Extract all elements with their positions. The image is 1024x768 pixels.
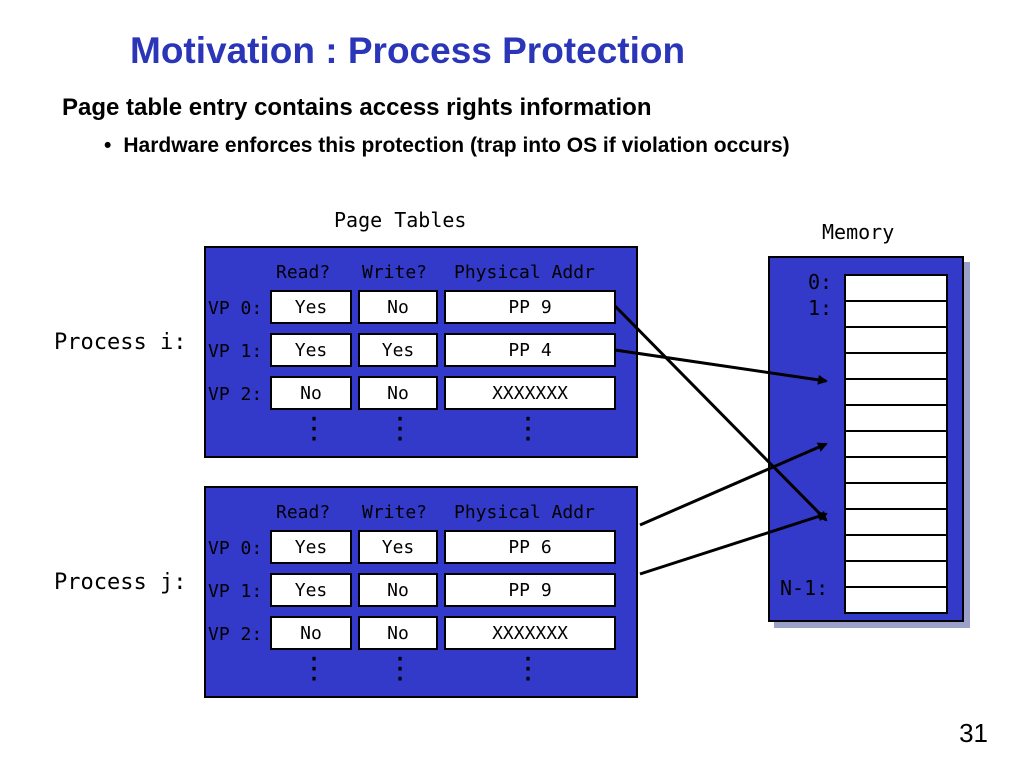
slide-subtitle: Page table entry contains access rights …: [62, 94, 652, 121]
write-cell: No: [358, 573, 438, 607]
memory-slot: [846, 380, 946, 406]
vp-label: VP 0:: [208, 298, 263, 319]
memory-caption: Memory: [822, 220, 895, 244]
header-physical-addr: Physical Addr: [454, 502, 595, 523]
addr-cell: PP 4: [444, 333, 616, 367]
read-cell: No: [270, 376, 352, 410]
addr-cell: XXXXXXX: [444, 376, 616, 410]
header-physical-addr: Physical Addr: [454, 262, 595, 283]
memory-slot: [846, 458, 946, 484]
addr-cell: PP 9: [444, 573, 616, 607]
page-table-process-j: Read? Write? Physical Addr VP 0: Yes Yes…: [204, 486, 638, 698]
read-cell: Yes: [270, 530, 352, 564]
process-i-label: Process i:: [54, 330, 187, 355]
memory-slot: [846, 354, 946, 380]
read-cell: Yes: [270, 573, 352, 607]
arrow-j-vp0: [639, 442, 828, 527]
read-cell: Yes: [270, 333, 352, 367]
write-cell: No: [358, 290, 438, 324]
memory-slot: [846, 276, 946, 302]
read-cell: No: [270, 616, 352, 650]
vp-label: VP 1:: [208, 341, 263, 362]
memory-slot: [846, 484, 946, 510]
memory-slot: [846, 328, 946, 354]
write-cell: No: [358, 376, 438, 410]
page-number: 31: [959, 718, 988, 748]
write-cell: Yes: [358, 333, 438, 367]
read-cell: Yes: [270, 290, 352, 324]
slide-title: Motivation : Process Protection: [130, 30, 686, 71]
vp-label: VP 2:: [208, 624, 263, 645]
ellipsis-vertical-icon: ···: [394, 647, 407, 691]
addr-cell: XXXXXXX: [444, 616, 616, 650]
write-cell: Yes: [358, 530, 438, 564]
header-write: Write?: [362, 262, 428, 283]
page-tables-caption: Page Tables: [334, 208, 467, 232]
memory-slot: [846, 536, 946, 562]
vp-label: VP 1:: [208, 581, 263, 602]
memory-label-second: 1:: [808, 296, 833, 320]
addr-cell: PP 6: [444, 530, 616, 564]
bullet-point: • Hardware enforces this protection (trap…: [104, 134, 790, 158]
header-read: Read?: [276, 262, 331, 283]
memory-label-first: 0:: [808, 270, 833, 294]
memory-slots: [844, 274, 948, 614]
memory-slot: [846, 562, 946, 588]
memory-slot: [846, 302, 946, 328]
memory-slot: [846, 432, 946, 458]
header-write: Write?: [362, 502, 428, 523]
arrow-j-vp1: [639, 511, 828, 576]
bullet-dot-icon: •: [104, 134, 112, 157]
memory-label-last: N-1:: [780, 576, 829, 600]
memory-slot: [846, 406, 946, 432]
header-read: Read?: [276, 502, 331, 523]
memory-slot: [846, 510, 946, 536]
write-cell: No: [358, 616, 438, 650]
vp-label: VP 0:: [208, 538, 263, 559]
vp-label: VP 2:: [208, 384, 263, 405]
memory-block: 0: 1: N-1:: [768, 256, 964, 622]
arrow-i-vp0: [613, 304, 828, 522]
arrow-i-vp1: [614, 348, 828, 385]
bullet-text: Hardware enforces this protection (trap …: [123, 134, 790, 157]
addr-cell: PP 9: [444, 290, 616, 324]
process-j-label: Process j:: [54, 570, 187, 595]
page-table-process-i: Read? Write? Physical Addr VP 0: Yes No …: [204, 246, 638, 458]
